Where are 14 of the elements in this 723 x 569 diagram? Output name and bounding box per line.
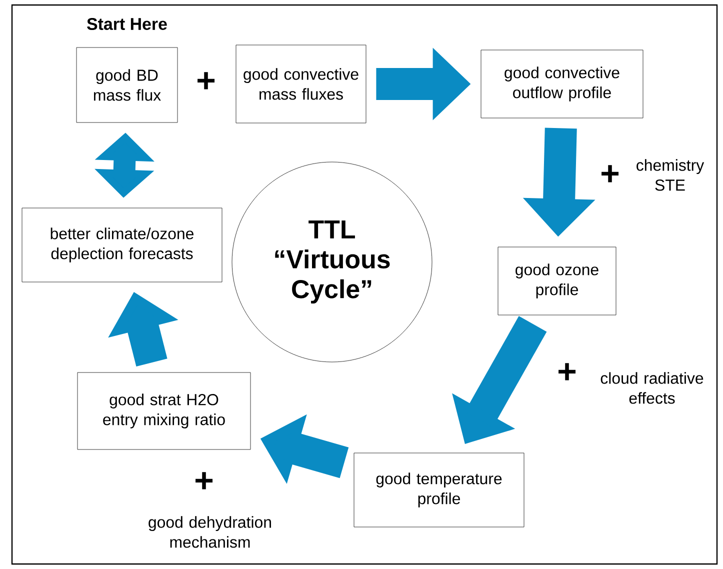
plus-sign: +	[602, 165, 619, 182]
plus-sign: +	[198, 72, 215, 90]
process-box: good temperature profile	[354, 452, 524, 528]
plus-sign: +	[558, 363, 576, 380]
note-text: cloud radiative effects	[600, 372, 704, 404]
process-box: good convective outflow profile	[480, 50, 644, 118]
process-box: good BD mass flux	[76, 47, 178, 123]
note-text: good dehydration mechanism	[148, 516, 271, 548]
start-label: Start Here	[87, 18, 167, 30]
note-text: chemistry STE	[636, 159, 704, 191]
process-box: better climate/ozone deplection forecasts	[22, 208, 222, 282]
process-box: good ozone profile	[498, 246, 616, 316]
process-box: good strat H2O entry mixing ratio	[77, 372, 251, 450]
process-box: good convective mass fluxes	[236, 44, 366, 124]
